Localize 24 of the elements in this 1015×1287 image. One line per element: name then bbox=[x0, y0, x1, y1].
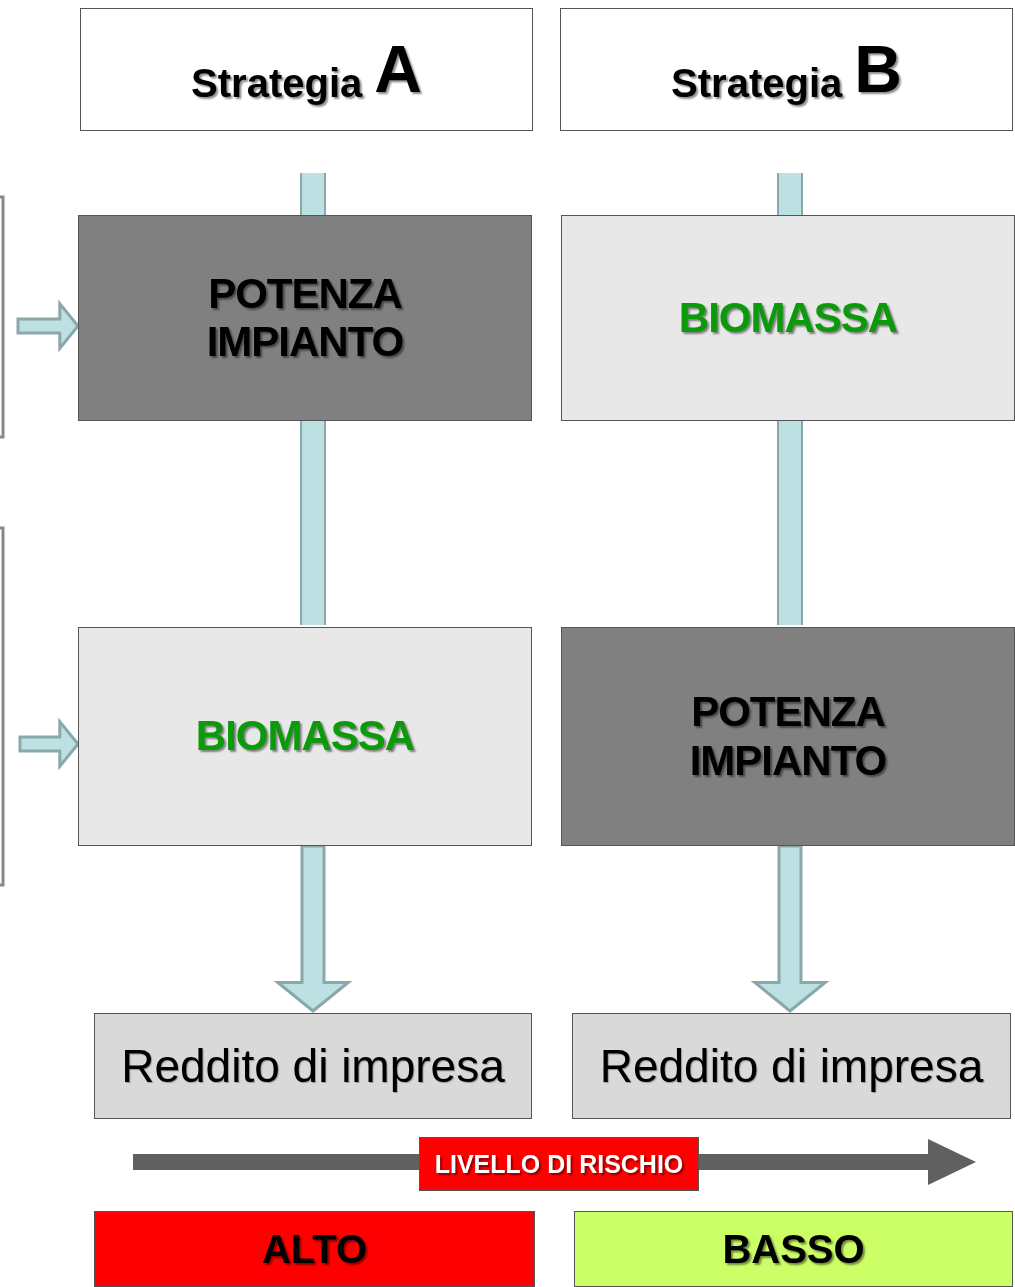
factor-label: POTENZA IMPIANTO bbox=[205, 269, 405, 367]
risk-high-box bbox=[94, 1211, 535, 1287]
factor-box bbox=[78, 215, 532, 421]
risk-low-label: BASSO bbox=[722, 1226, 865, 1272]
factor-label: POTENZA IMPIANTO bbox=[688, 688, 888, 785]
factor-label: BIOMASSA bbox=[195, 712, 415, 761]
risk-high-label: ALTO bbox=[261, 1226, 368, 1272]
strategy-header-box bbox=[560, 8, 1013, 131]
risk-level-label: LIVELLO DI RISCHIO bbox=[434, 1149, 684, 1179]
strategy-label: Strategia bbox=[671, 60, 843, 106]
strategy-label: Strategia bbox=[191, 60, 363, 106]
result-label: Reddito di impresa bbox=[599, 1039, 984, 1093]
strategy-letter: B bbox=[854, 31, 902, 108]
result-box bbox=[94, 1013, 532, 1119]
risk-level-box bbox=[419, 1137, 699, 1191]
result-box bbox=[572, 1013, 1011, 1119]
risk-low-box bbox=[574, 1211, 1013, 1287]
factor-label: BIOMASSA bbox=[678, 293, 898, 343]
strategy-letter: A bbox=[374, 31, 422, 108]
factor-box bbox=[78, 627, 532, 846]
strategy-header-box bbox=[80, 8, 533, 131]
factor-box bbox=[561, 627, 1015, 846]
factor-box bbox=[561, 215, 1015, 421]
result-label: Reddito di impresa bbox=[121, 1039, 505, 1093]
